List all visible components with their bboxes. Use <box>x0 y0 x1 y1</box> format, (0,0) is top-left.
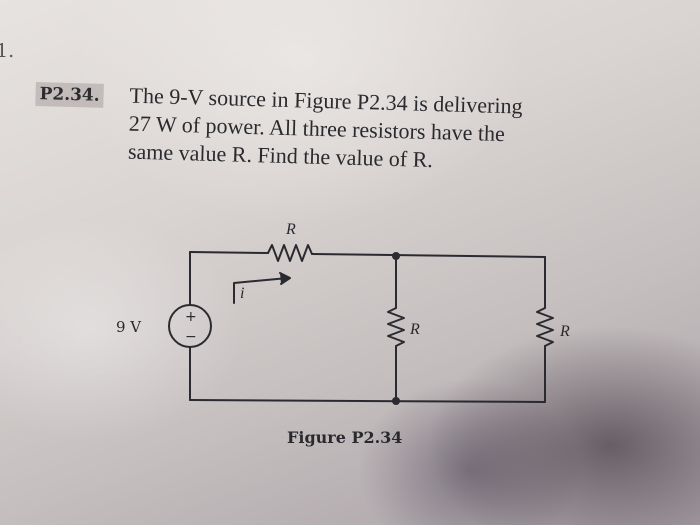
middle-resistor-label: R <box>409 321 420 338</box>
junction-bottom <box>392 397 400 405</box>
middle-resistor <box>387 307 405 347</box>
figure-caption: Figure P2.34 <box>287 428 403 447</box>
wire-top-right <box>311 253 546 258</box>
junction-top <box>392 252 400 260</box>
source-minus-sign: − <box>185 329 197 345</box>
series-resistor <box>267 244 313 262</box>
right-resistor-label: R <box>559 323 570 340</box>
source-plus-sign: + <box>185 309 197 325</box>
source-voltage-label: 9 V <box>116 318 142 336</box>
wire-bottom <box>189 399 546 403</box>
wire-top-left <box>189 251 269 254</box>
series-resistor-label: R <box>285 221 296 238</box>
page-number-fragment: 1. <box>0 40 15 62</box>
current-label: i <box>240 285 244 302</box>
current-arrow <box>233 277 289 304</box>
current-arrow-head <box>279 272 291 285</box>
right-resistor <box>536 307 554 347</box>
voltage-source <box>168 304 212 348</box>
